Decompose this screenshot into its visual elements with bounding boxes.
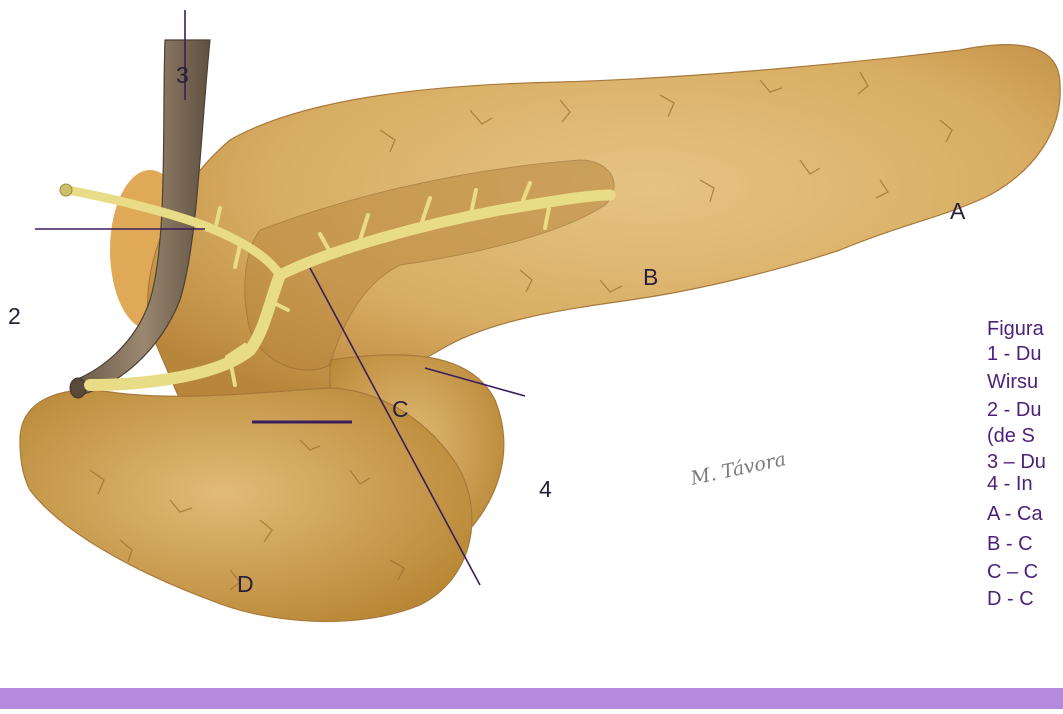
legend-line: A - Ca (987, 503, 1043, 526)
label-D: D (237, 573, 254, 596)
legend-line: 3 – Du (987, 451, 1046, 474)
label-A: A (950, 200, 965, 223)
legend-line: B - C (987, 533, 1033, 556)
label-3: 3 (176, 64, 189, 87)
duct-end (60, 184, 72, 196)
bile-duct-opening (70, 378, 86, 398)
label-B: B (643, 266, 658, 289)
legend-line: C – C (987, 561, 1038, 584)
label-C: C (392, 398, 409, 421)
label-4: 4 (539, 478, 552, 501)
bottom-bar (0, 688, 1063, 709)
legend-line: Wirsu (987, 371, 1038, 394)
label-2: 2 (8, 305, 21, 328)
legend-line: 2 - Du (987, 399, 1041, 422)
legend-line: 4 - In (987, 473, 1033, 496)
legend-line: Figura (987, 318, 1044, 341)
figure-legend: Figura 1 - Du Wirsu 2 - Du (de S 3 – Du … (987, 318, 1063, 709)
legend-line: (de S (987, 425, 1035, 448)
legend-line: 1 - Du (987, 343, 1041, 366)
legend-line: D - C (987, 588, 1034, 611)
